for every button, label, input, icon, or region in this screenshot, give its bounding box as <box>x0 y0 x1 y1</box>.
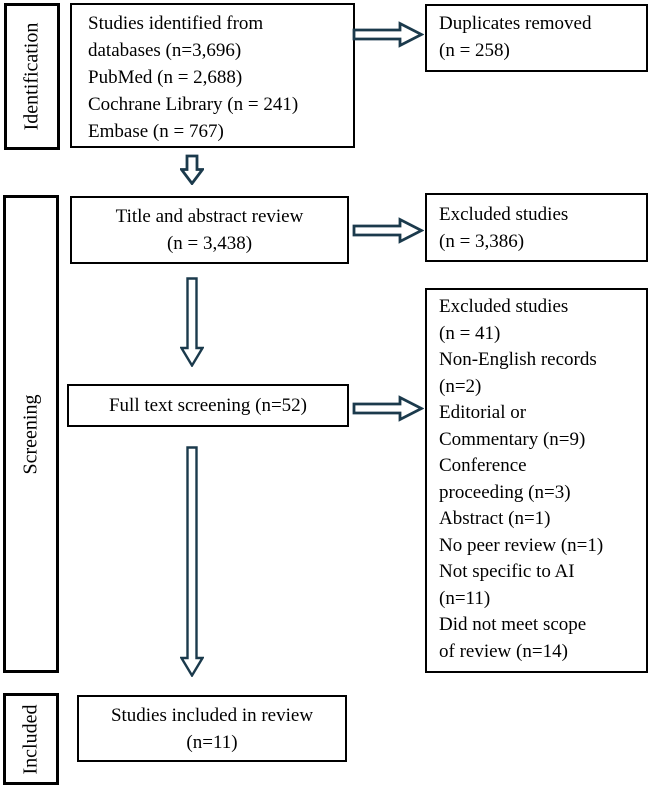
text-line: Full text screening (n=52) <box>108 395 308 416</box>
text-line: Conference <box>439 455 527 476</box>
stage-label-included: Included <box>19 704 42 774</box>
text-line: databases (n=3,696) <box>88 40 242 61</box>
arrow-down-icon-to-title-abstract <box>180 154 204 185</box>
box-excluded-full-text: Excluded studies (n = 41) Non-English reco… <box>425 288 648 673</box>
box-studies-included: Studies included in review (n=11) <box>77 695 347 762</box>
stage-label-identification: Identification <box>20 22 43 131</box>
text-line: Commentary (n=9) <box>439 428 586 450</box>
text-line: Studies identified from <box>88 13 264 34</box>
stage-box-identification: Identification <box>4 3 60 150</box>
box-studies-identified: Studies identified from databases (n=3,69… <box>70 3 355 148</box>
arrow-down-icon-to-included <box>180 446 204 677</box>
text-line: Embase (n = 767) <box>88 121 224 142</box>
text-line: Editorial or <box>439 402 527 423</box>
text-line: Abstract (n=1) <box>439 508 551 529</box>
text-line: (n = 3,386) <box>439 231 525 252</box>
stage-box-included: Included <box>3 693 59 785</box>
arrow-right-icon-duplicates <box>352 21 424 48</box>
arrow-right-icon-excluded-title <box>352 217 424 244</box>
box-duplicates-removed: Duplicates removed (n = 258) <box>425 4 648 72</box>
arrow-right-shape <box>352 217 424 244</box>
text-line: (n=2) <box>439 375 482 397</box>
arrow-right-icon-excluded-full <box>352 395 424 422</box>
text-line: Non-English records <box>439 349 597 370</box>
text-line: Did not meet scope <box>439 614 587 635</box>
stage-box-screening: Screening <box>3 195 59 673</box>
text-line: (n = 258) <box>439 40 510 61</box>
arrow-down-shape <box>180 154 204 185</box>
text-line: Duplicates removed <box>439 13 592 34</box>
arrow-right-shape <box>352 21 424 48</box>
box-title-abstract-review: Title and abstract review (n = 3,438) <box>70 196 349 264</box>
text-line: PubMed (n = 2,688) <box>88 67 243 88</box>
text-line: proceeding (n=3) <box>439 481 571 503</box>
text-line: Excluded studies <box>439 296 569 317</box>
text-line: Not specific to AI <box>439 561 575 582</box>
text-line: Studies included in review <box>110 705 314 726</box>
box-full-text-screening: Full text screening (n=52) <box>67 384 349 427</box>
text-line: (n=11) <box>439 587 491 609</box>
text-line: (n = 41) <box>439 322 501 344</box>
text-line: (n=11) <box>186 732 238 753</box>
arrow-down-shape <box>180 446 204 677</box>
text-line: Title and abstract review <box>115 206 304 227</box>
stage-label-screening: Screening <box>19 394 42 474</box>
text-line: of review (n=14) <box>439 640 568 662</box>
text-line: No peer review (n=1) <box>439 534 604 556</box>
text-line: Cochrane Library (n = 241) <box>88 94 299 115</box>
arrow-down-icon-to-full-text <box>180 277 204 367</box>
box-excluded-title-abstract: Excluded studies (n = 3,386) <box>425 193 648 262</box>
text-line: (n = 3,438) <box>166 233 253 254</box>
arrow-right-shape <box>352 395 424 422</box>
arrow-down-shape <box>180 277 204 367</box>
text-line: Excluded studies <box>439 204 569 225</box>
